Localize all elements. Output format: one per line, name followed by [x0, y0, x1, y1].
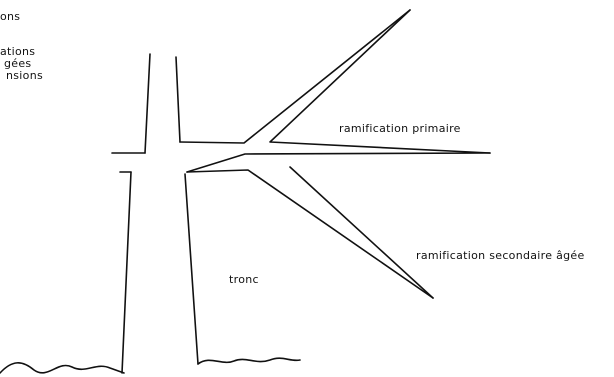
trunk-right-edge [175, 56, 199, 365]
label-trunk: tronc [229, 273, 259, 286]
secondary-branch-upper-edge [186, 152, 491, 173]
ground-line-right [197, 357, 301, 365]
trunk-left-edge [121, 53, 151, 374]
primary-branch-lower-edge [269, 9, 491, 154]
secondary-branch-inner-edge [186, 169, 434, 299]
label-primary-branch: ramification primaire [339, 122, 461, 135]
primary-branch-upper-edge [179, 9, 411, 144]
secondary-branch-lower-edge [289, 166, 434, 299]
legend-fragment-4: nsions [6, 69, 43, 82]
legend-fragment-3: gées [4, 57, 32, 70]
legend-fragment-1: ons [0, 10, 21, 23]
ground-line-left [0, 362, 125, 374]
legend-fragment-2: ations [0, 45, 36, 58]
label-secondary-branch: ramification secondaire âgée [416, 249, 585, 262]
